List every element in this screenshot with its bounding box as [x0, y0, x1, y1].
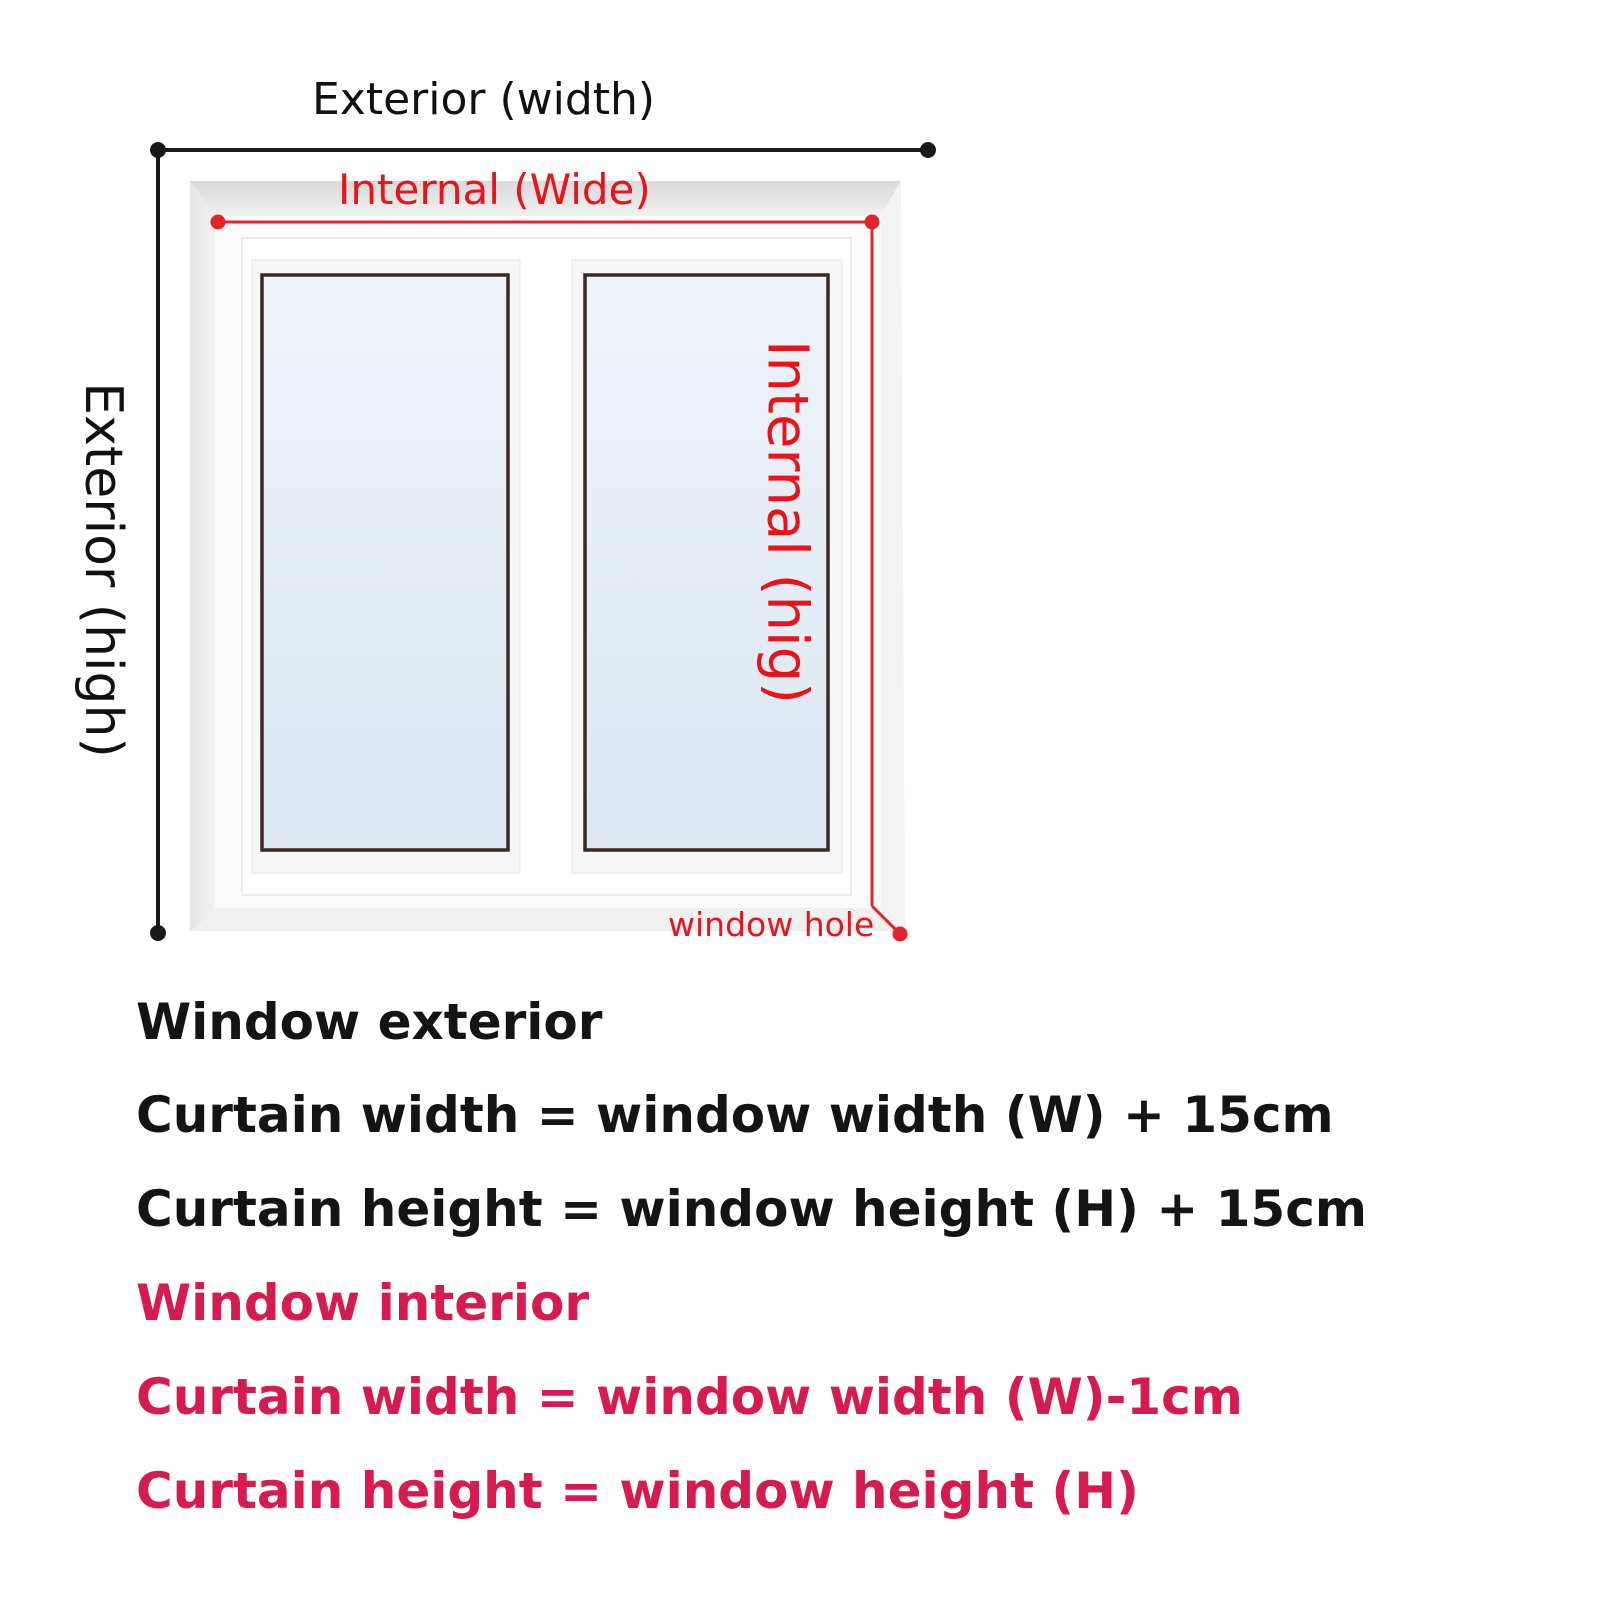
- internal-measurement-lines: [210, 214, 908, 942]
- exterior-width-label: Exterior (width): [312, 74, 656, 125]
- window-hole-label: window hole: [668, 905, 875, 944]
- interior-heading: Window interior: [136, 1274, 589, 1332]
- left-glass-pane: [260, 273, 510, 852]
- right-glass-pane: [583, 273, 830, 852]
- exterior-height-formula: Curtain height = window height (H) + 15c…: [136, 1180, 1367, 1238]
- interior-width-formula: Curtain width = window width (W)-1cm: [136, 1368, 1243, 1426]
- exterior-width-formula: Curtain width = window width (W) + 15cm: [136, 1086, 1334, 1144]
- interior-height-formula: Curtain height = window height (H): [136, 1462, 1139, 1520]
- exterior-measurement-lines: [150, 142, 936, 941]
- exterior-high-label: Exterior (high): [73, 382, 133, 758]
- window-frame: [241, 237, 852, 896]
- internal-wide-label: Internal (Wide): [338, 165, 651, 214]
- exterior-heading: Window exterior: [136, 993, 603, 1051]
- internal-hig-label: Internal (hig): [754, 340, 820, 704]
